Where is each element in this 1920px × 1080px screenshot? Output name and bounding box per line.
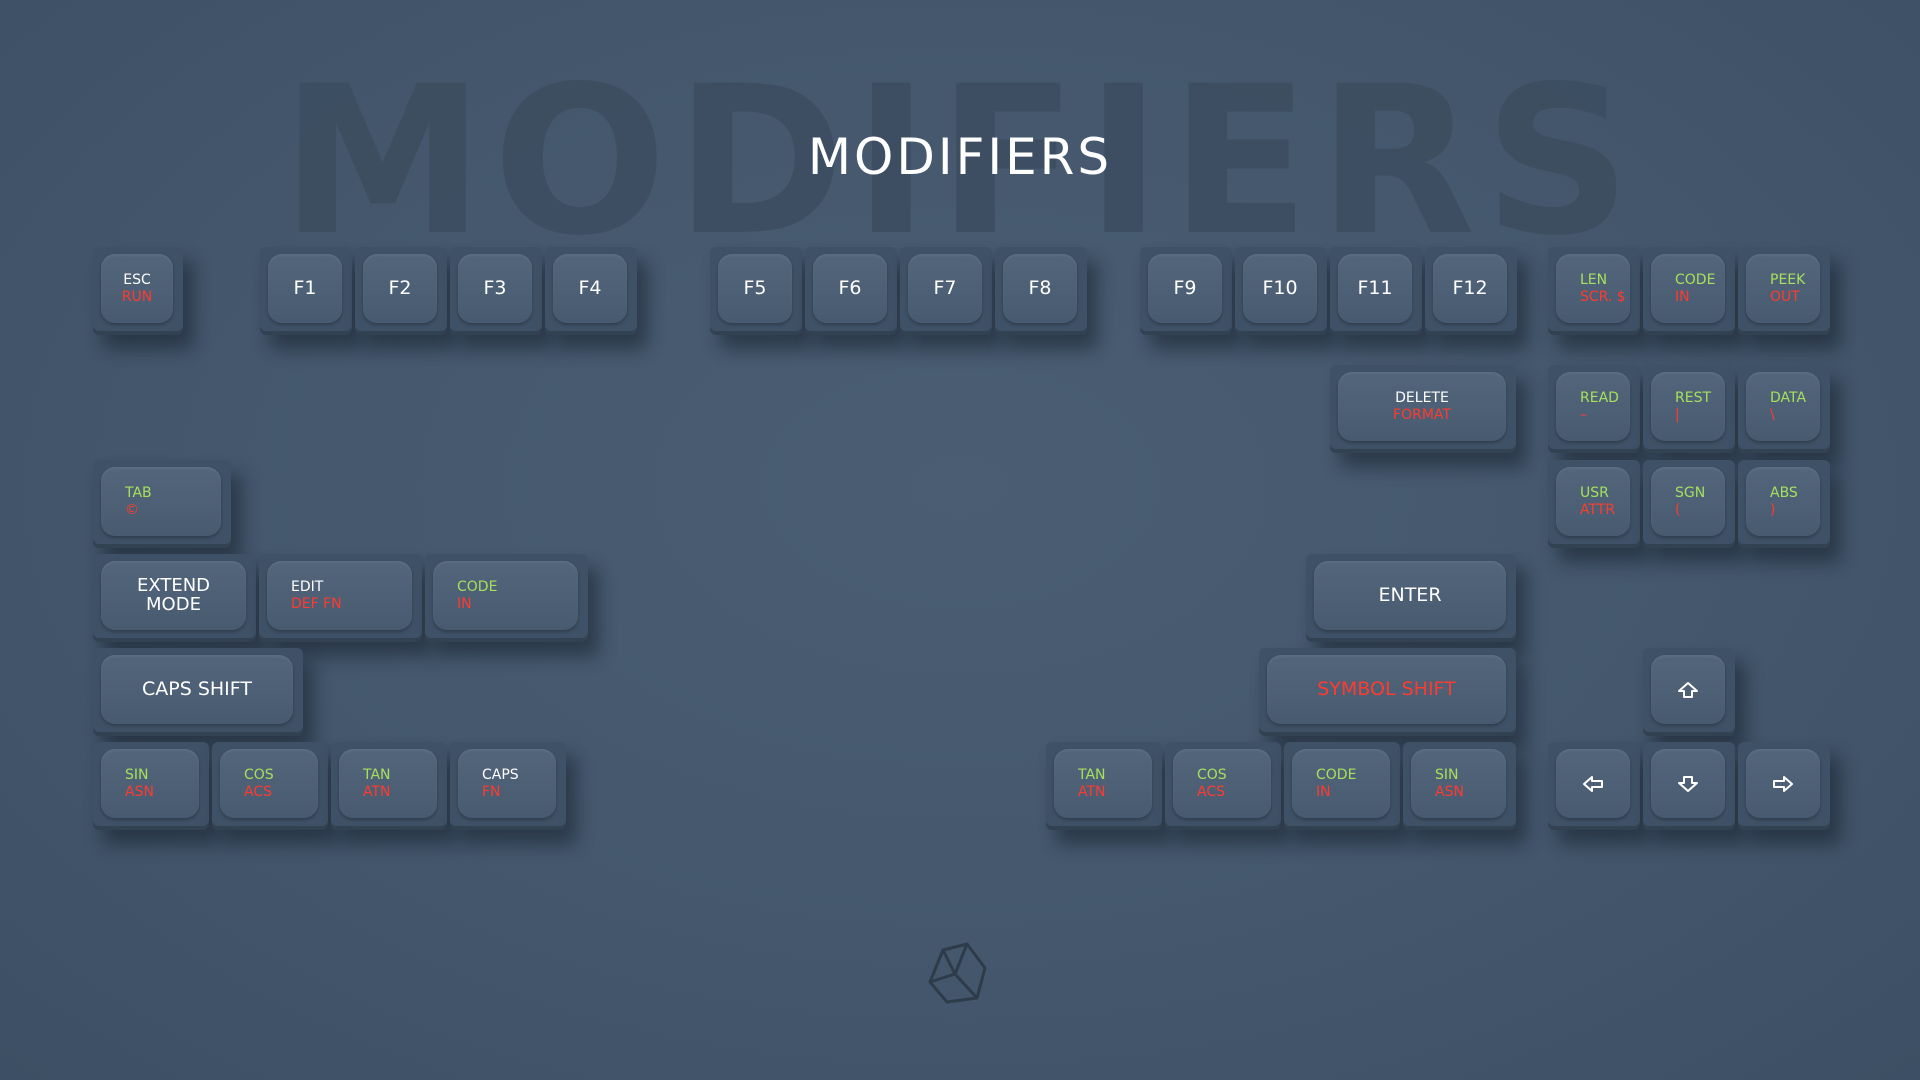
- key-read[interactable]: READ–: [1548, 365, 1640, 453]
- key-f1[interactable]: F1: [260, 247, 352, 335]
- arrow-left-icon: [1583, 775, 1603, 792]
- key-f2[interactable]: F2: [355, 247, 447, 335]
- key-f3[interactable]: F3: [450, 247, 542, 335]
- key-caps-shift[interactable]: CAPS SHIFT: [93, 648, 303, 736]
- key-abs[interactable]: ABS): [1738, 460, 1830, 548]
- arrow-down-icon: [1678, 775, 1698, 792]
- key-arrow-down[interactable]: [1643, 742, 1735, 830]
- key-f4[interactable]: F4: [545, 247, 637, 335]
- key-symbol-shift[interactable]: SYMBOL SHIFT: [1259, 648, 1516, 736]
- key-f9[interactable]: F9: [1140, 247, 1232, 335]
- key-sgn[interactable]: SGN(: [1643, 460, 1735, 548]
- key-enter[interactable]: ENTER: [1306, 554, 1516, 642]
- arrow-up-icon: [1678, 681, 1698, 698]
- key-arrow-up[interactable]: [1643, 648, 1735, 736]
- key-data[interactable]: DATA\: [1738, 365, 1830, 453]
- key-f10[interactable]: F10: [1235, 247, 1327, 335]
- key-arrow-left[interactable]: [1548, 742, 1640, 830]
- arrow-right-icon: [1773, 775, 1793, 792]
- key-arrow-right[interactable]: [1738, 742, 1830, 830]
- keycap-logo-icon: [925, 940, 995, 1015]
- page-title: MODIFIERS: [807, 128, 1113, 186]
- key-f6[interactable]: F6: [805, 247, 897, 335]
- background-watermark-text: MODIFIERS: [280, 43, 1640, 281]
- key-f8[interactable]: F8: [995, 247, 1087, 335]
- key-f12[interactable]: F12: [1425, 247, 1517, 335]
- key-f5[interactable]: F5: [710, 247, 802, 335]
- key-f11[interactable]: F11: [1330, 247, 1422, 335]
- key-rest[interactable]: REST|: [1643, 365, 1735, 453]
- key-tab[interactable]: TAB©: [93, 460, 231, 548]
- key-f7[interactable]: F7: [900, 247, 992, 335]
